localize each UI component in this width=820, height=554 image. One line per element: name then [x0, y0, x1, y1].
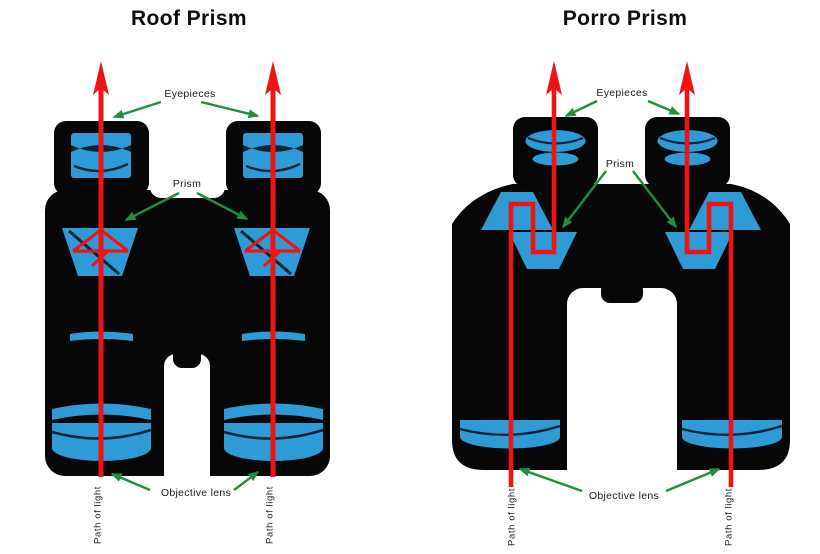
roof-eyepieces-arrow-right: [200, 100, 260, 119]
porro-prism-arrow-left: [562, 170, 607, 229]
porro-objective-arrow-left: [518, 467, 583, 493]
roof-prism-label: Prism: [172, 178, 202, 190]
porro-path-of-light-label-right: Path of light: [723, 488, 735, 546]
porro-right-light-path: [679, 61, 734, 487]
porro-hinge-tab: [601, 281, 643, 303]
roof-annotation-arrows: [110, 100, 260, 492]
roof-objective-arrow-right: [233, 471, 260, 491]
roof-focus-tab: [173, 346, 201, 368]
roof-path-of-light-label-right: Path of light: [264, 486, 276, 544]
porro-binoculars: [452, 61, 790, 493]
porro-annotation-arrows: [518, 99, 721, 493]
porro-eyepieces-arrow-left: [564, 99, 598, 118]
roof-objective-arrow-left: [110, 472, 151, 492]
porro-prism-arrow-right: [632, 170, 677, 229]
porro-objective-arrow-right: [665, 467, 721, 493]
roof-path-of-light-label-left: Path of light: [92, 486, 104, 544]
porro-path-of-light-label-left: Path of light: [506, 488, 518, 546]
roof-eyepieces-arrow-left: [112, 100, 162, 119]
roof-right-light-path: [265, 61, 281, 477]
roof-title: Roof Prism: [130, 7, 248, 30]
porro-objective-lens-label: Objective lens: [588, 490, 660, 502]
roof-prism-arrow-left: [124, 191, 180, 222]
roof-bottom-notch: [164, 354, 210, 496]
roof-objective-lens-label: Objective lens: [160, 487, 232, 499]
porro-title: Porro Prism: [562, 7, 688, 30]
roof-prism-arrow-right: [196, 191, 249, 221]
roof-eyepieces-label: Eyepieces: [164, 88, 216, 100]
porro-center-gap: [567, 288, 677, 488]
roof-binoculars: [45, 61, 330, 496]
roof-top-gap: [150, 146, 225, 198]
porro-eyepieces-label: Eyepieces: [596, 87, 648, 99]
porro-left-light-path: [508, 61, 562, 487]
roof-left-light-path: [93, 61, 109, 477]
porro-eyepieces-arrow-right: [647, 99, 681, 116]
porro-prism-label: Prism: [605, 158, 635, 170]
